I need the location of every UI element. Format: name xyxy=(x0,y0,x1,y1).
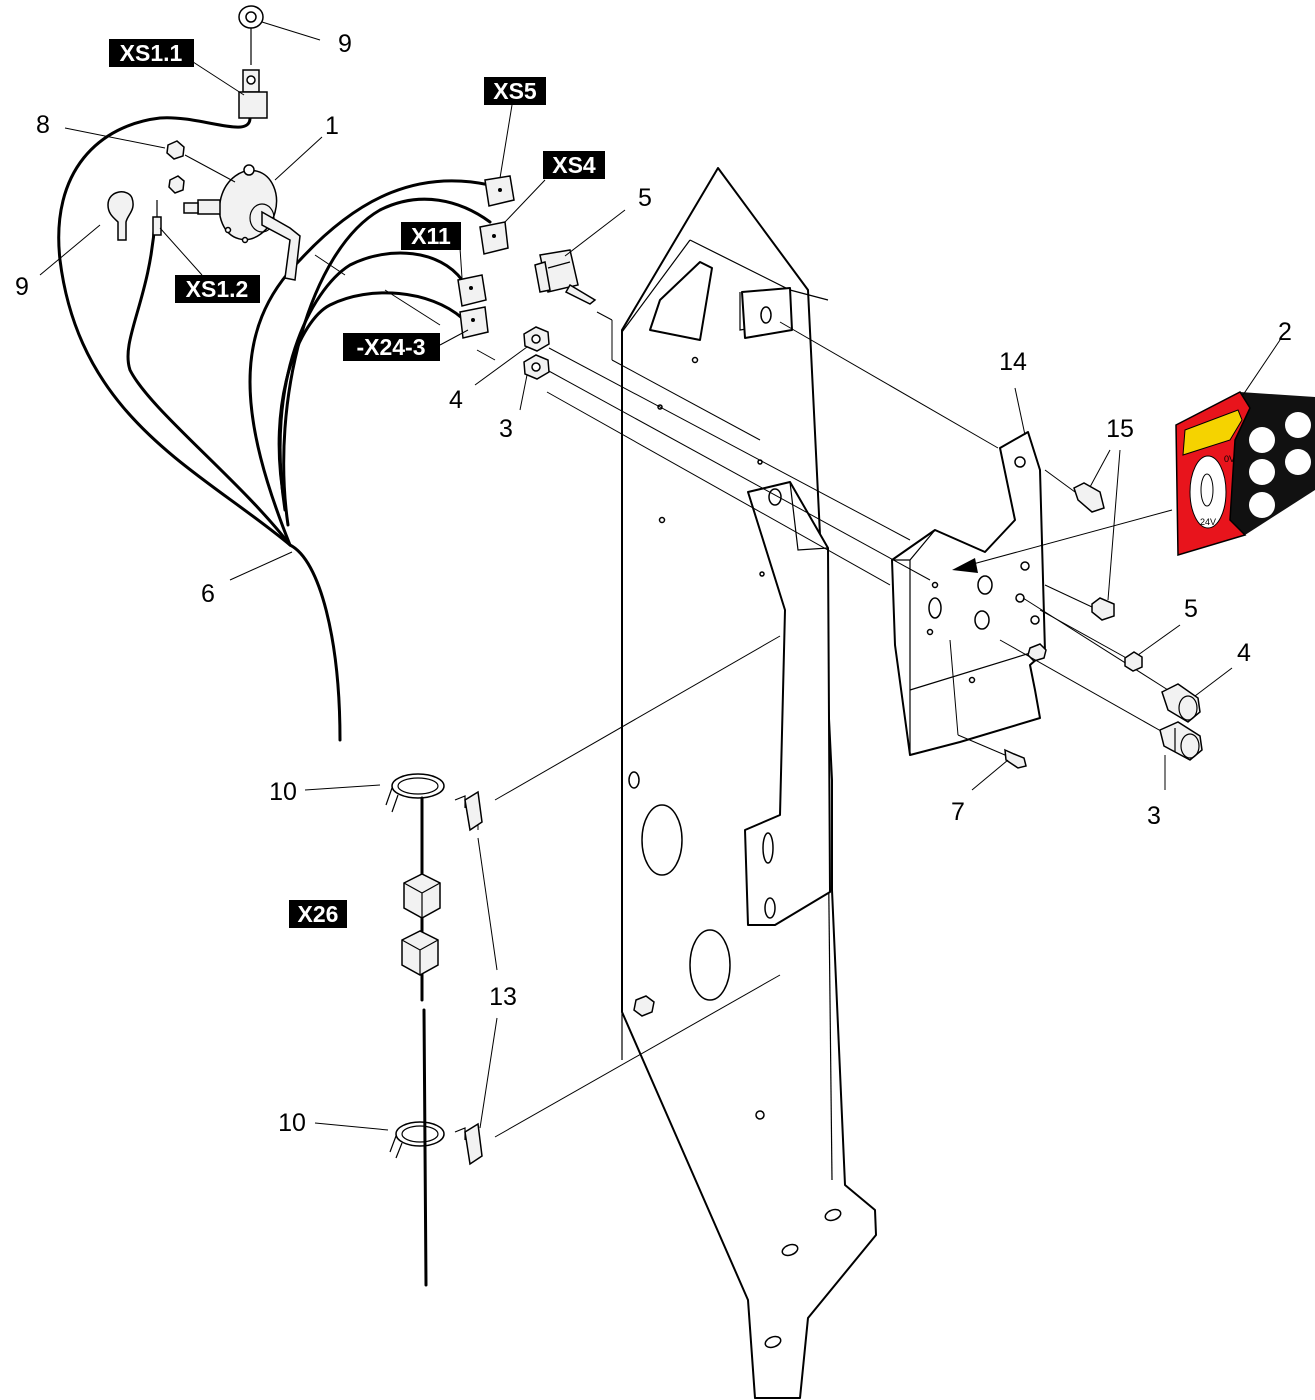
callout-9-left: 9 xyxy=(15,273,29,301)
callout-7: 7 xyxy=(951,798,965,826)
tag-x26: X26 xyxy=(289,900,347,928)
nut-8 xyxy=(166,140,185,194)
connector-x26-upper xyxy=(403,873,441,919)
callout-5-right: 5 xyxy=(1184,595,1198,623)
tag-xs5: XS5 xyxy=(484,77,546,105)
tag-xs1-2: XS1.2 xyxy=(175,275,260,303)
connector-x26-lower xyxy=(401,930,439,976)
callout-3-right: 3 xyxy=(1147,802,1161,830)
battery-switch xyxy=(183,164,301,281)
tag-xs5-label: XS5 xyxy=(493,78,537,104)
clip-13-lower xyxy=(454,1122,483,1166)
connector-xs5 xyxy=(484,175,515,207)
decal-placement-arrow xyxy=(952,509,1173,573)
mounting-panel xyxy=(621,167,877,1399)
nut-3-left xyxy=(523,354,550,380)
callout-8: 8 xyxy=(36,111,50,139)
tag-xs1-1: XS1.1 xyxy=(109,39,194,67)
tag-x11-label: X11 xyxy=(411,223,451,249)
callout-2: 2 xyxy=(1278,318,1292,346)
callout-10-bottom: 10 xyxy=(278,1109,306,1137)
callout-14: 14 xyxy=(999,348,1027,376)
clip-13-upper xyxy=(454,790,483,832)
connector-xs1-1 xyxy=(238,69,268,119)
connector-x11 xyxy=(457,274,487,307)
nut-4-left xyxy=(523,326,550,352)
nut-5-right xyxy=(1124,651,1143,672)
tag-x24-3: -X24-3 xyxy=(343,333,440,361)
ring-terminal-top xyxy=(238,5,264,65)
rocker-switch xyxy=(534,249,597,305)
bolt-15-upper xyxy=(1073,482,1105,513)
connector-xs1-2 xyxy=(152,200,162,236)
x26-cable-lower xyxy=(422,1008,428,1287)
callout-4-right: 4 xyxy=(1237,639,1251,667)
callout-9-top: 9 xyxy=(338,30,352,58)
indicator-lamp-3 xyxy=(1159,721,1203,761)
callout-3-left: 3 xyxy=(499,415,513,443)
tag-xs4: XS4 xyxy=(543,151,605,179)
callout-numbers: 9 8 1 9 5 4 3 6 14 2 15 5 4 7 3 10 13 10 xyxy=(15,30,1292,1137)
callout-15: 15 xyxy=(1106,415,1134,443)
tag-x24-3-label: -X24-3 xyxy=(356,334,425,360)
callout-6: 6 xyxy=(201,580,215,608)
terminal-cap-left xyxy=(107,191,134,241)
connector-xs4 xyxy=(479,221,509,255)
tag-xs1-2-label: XS1.2 xyxy=(186,276,249,302)
callout-13: 13 xyxy=(489,983,517,1011)
callout-4-left: 4 xyxy=(449,386,463,414)
tag-x11: X11 xyxy=(401,222,461,250)
cable-tie-lower xyxy=(389,1121,445,1159)
assembly-lines xyxy=(314,254,1169,1138)
tag-xs1-1-label: XS1.1 xyxy=(120,40,183,66)
decal-24v: 24V xyxy=(1200,517,1216,527)
callout-10-top: 10 xyxy=(269,778,297,806)
callout-leaders xyxy=(39,21,1281,1131)
wiring-harness xyxy=(57,116,492,742)
connector-x24-3 xyxy=(459,306,489,339)
tag-xs4-label: XS4 xyxy=(552,152,596,178)
cable-tie-upper xyxy=(385,773,445,813)
bolt-15-lower xyxy=(1091,597,1115,621)
callout-1: 1 xyxy=(325,112,339,140)
screw-7 xyxy=(1004,748,1027,769)
switch-plate xyxy=(891,431,1047,756)
switch-panel-decal: 0V 24V xyxy=(1175,391,1315,557)
indicator-lamp-4 xyxy=(1161,683,1201,723)
tag-x26-label: X26 xyxy=(298,901,339,927)
decal-0v: 0V xyxy=(1224,454,1235,464)
callout-5-top: 5 xyxy=(638,184,652,212)
